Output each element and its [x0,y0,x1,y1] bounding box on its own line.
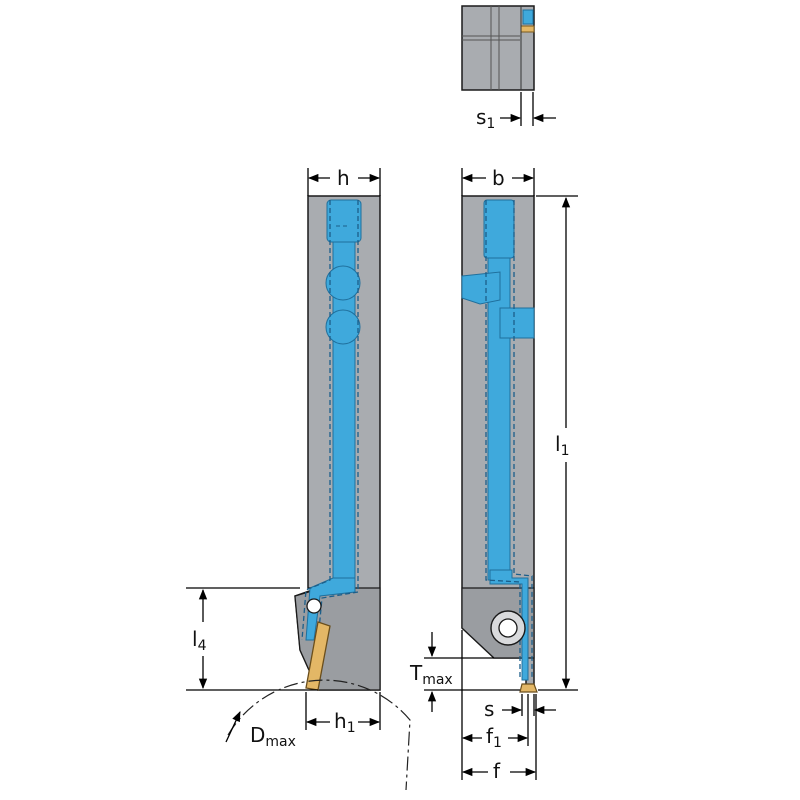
left-clamp-screw [306,598,322,614]
dmax-arc [227,679,411,791]
right-coolant-port-right [499,307,535,339]
dim-l4: l4 [192,627,207,654]
left-coolant-boss-2 [325,309,361,345]
dim-s1: s1 [476,105,495,132]
end-view-body [461,5,535,91]
dim-f1: f1 [486,724,502,751]
end-view-coolant-port [522,9,534,25]
end-view: s1 [461,5,556,132]
end-view-insert [520,25,535,33]
right-insert [519,683,538,693]
dim-f: f [493,759,501,783]
dim-h1: h1 [334,709,356,736]
dim-s: s [484,697,494,721]
left-coolant-channel [332,199,356,593]
right-coolant-port-left [461,271,501,305]
dim-h: h [337,166,350,190]
dim-l1: l1 [555,432,569,459]
side-view-left: h l4 h1 Dmax [186,166,411,791]
dim-b: b [492,166,505,190]
side-view-right: b l1 Tmax s f1 f [409,166,578,783]
dim-dmax: Dmax [250,723,296,750]
left-coolant-boss-1 [325,265,361,301]
dim-tmax: Tmax [409,661,453,688]
